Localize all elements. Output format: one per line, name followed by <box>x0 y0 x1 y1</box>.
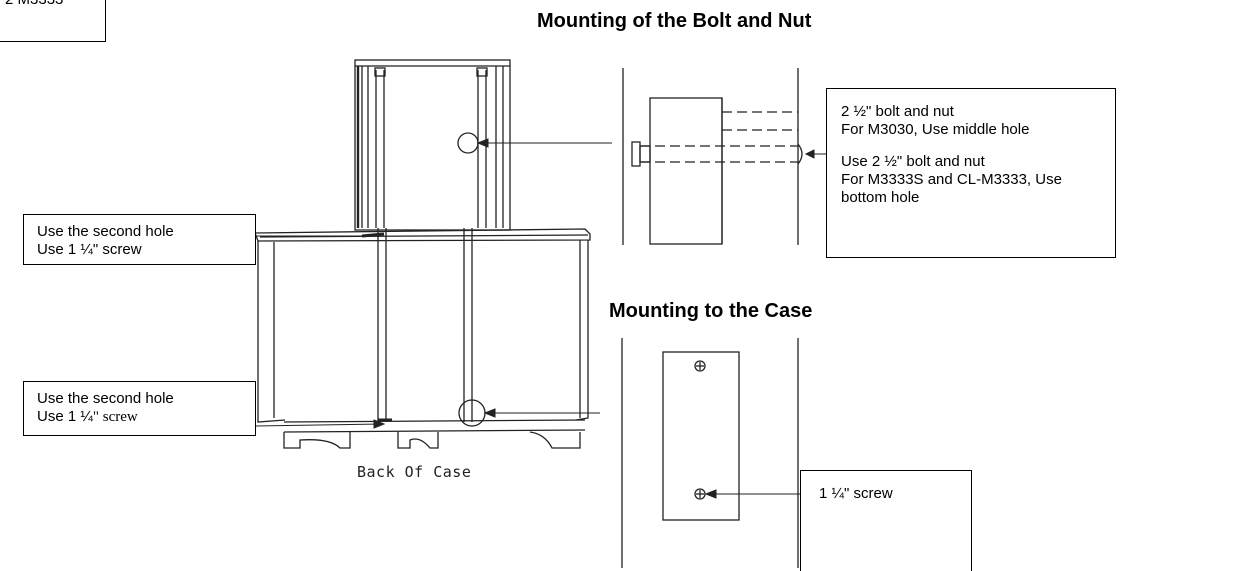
screw-callout: 1 ¼" screw <box>800 470 972 571</box>
bolt-callout-line3: Use 2 ½" bolt and nut <box>841 153 985 170</box>
upper-left-callout: Use the second hole Use 1 ¼" screw <box>23 214 256 265</box>
leader-lines <box>254 138 826 499</box>
bolt-callout-circle <box>457 132 479 154</box>
bolt-detail <box>622 68 803 245</box>
bolt-callout-line2: For M3030, Use middle hole <box>841 121 1030 138</box>
lower-left-callout-line2-suffix: " screw <box>92 409 138 425</box>
case-caption: Back Of Case <box>357 463 472 481</box>
bolt-nut-heading: Mounting of the Bolt and Nut <box>537 10 812 32</box>
bolt-callout-line4: For M3333S and CL-M3333, Use <box>841 171 1062 188</box>
bolt-callout-line1: 2 ½" bolt and nut <box>841 103 954 120</box>
corner-model-box: 2 M3333 <box>0 0 106 42</box>
lower-left-callout-line2: Use 1 ¼" screw <box>37 408 242 426</box>
lower-left-callout-line2-prefix: Use 1 ¼ <box>37 408 93 425</box>
upper-left-callout-line2: Use 1 ¼" screw <box>37 241 142 258</box>
case-mounting-heading: Mounting to the Case <box>609 300 813 322</box>
case-body <box>254 228 591 449</box>
lower-left-callout: Use the second hole Use 1 ¼" screw <box>23 381 256 436</box>
bolt-callout: 2 ½" bolt and nut For M3030, Use middle … <box>826 88 1116 258</box>
case-detail <box>621 338 799 568</box>
corner-model-label: 2 M3333 <box>5 0 99 9</box>
bolt-callout-line5: bottom hole <box>841 189 920 206</box>
upper-left-callout-line1: Use the second hole <box>37 223 174 240</box>
hutch-frame <box>354 59 511 231</box>
lower-left-callout-line1: Use the second hole <box>37 390 174 407</box>
screw-callout-line1: 1 ¼" screw <box>819 485 893 502</box>
